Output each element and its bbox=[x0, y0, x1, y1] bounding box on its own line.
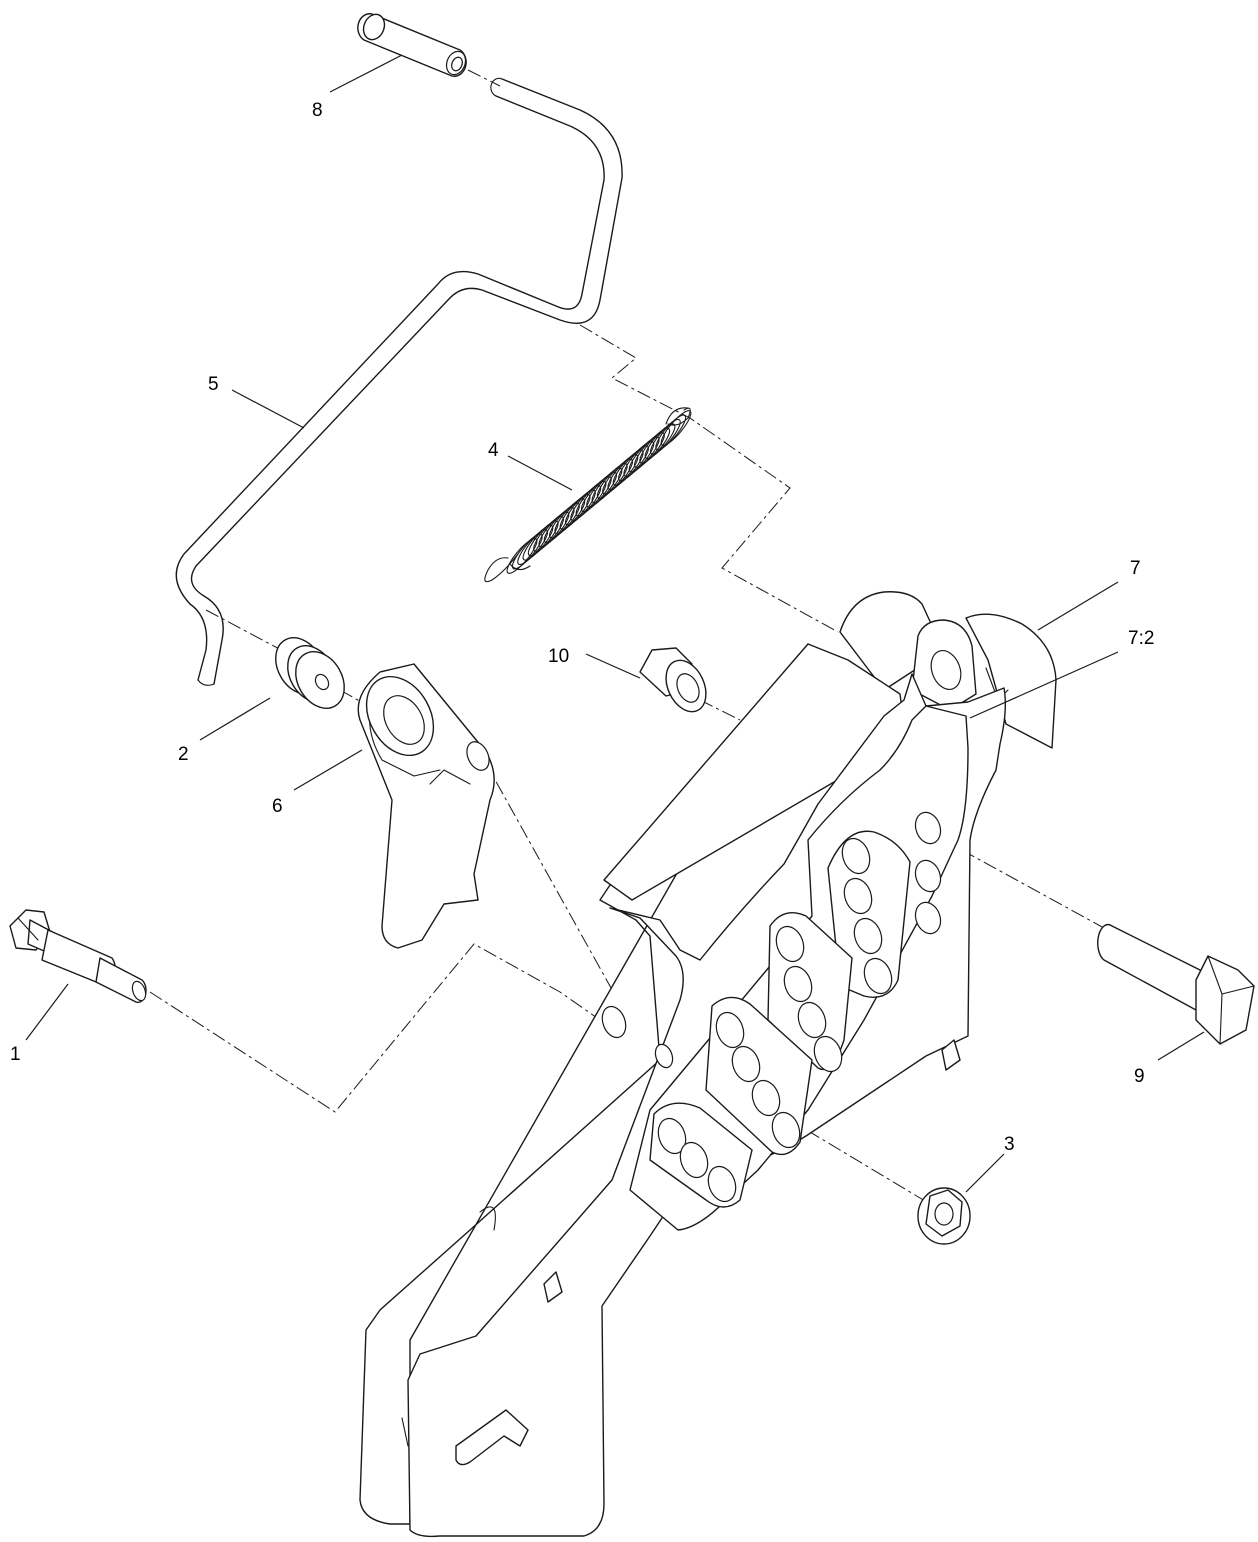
spring-coil bbox=[506, 538, 538, 574]
spring-coil bbox=[586, 471, 618, 508]
spring-coil bbox=[564, 489, 596, 526]
arm-part-6 bbox=[357, 663, 495, 949]
centerline-pin-to-rod bbox=[467, 69, 501, 87]
adjustment-hole bbox=[707, 1165, 737, 1203]
adjustment-holes bbox=[657, 837, 893, 1203]
callout-10: 10 bbox=[548, 646, 569, 667]
leader-lines bbox=[25, 54, 1205, 1193]
leader-5 bbox=[231, 389, 305, 429]
adjustment-hole bbox=[783, 965, 813, 1003]
callout-4: 4 bbox=[488, 440, 499, 461]
spring-coil bbox=[575, 480, 607, 517]
spring-coil bbox=[596, 463, 628, 499]
spring-coil bbox=[602, 458, 634, 495]
adjustment-hole bbox=[679, 1141, 709, 1179]
spring-coil bbox=[522, 524, 554, 561]
leader-8 bbox=[329, 54, 403, 93]
diamond-mark bbox=[941, 1039, 961, 1071]
adjustment-hole bbox=[731, 1045, 761, 1083]
callout-9: 9 bbox=[1134, 1066, 1145, 1087]
spring-coil bbox=[549, 502, 580, 539]
leader-9 bbox=[1157, 1031, 1205, 1061]
callout-labels: 8 5 4 2 6 10 1 7 7:2 9 3 bbox=[10, 100, 1154, 1155]
adjustment-hole bbox=[813, 1035, 843, 1073]
adjustment-hole bbox=[853, 917, 883, 955]
leader-7-2 bbox=[969, 651, 1119, 719]
leader-4 bbox=[507, 455, 573, 491]
leader-6 bbox=[293, 749, 363, 791]
spring-coil bbox=[628, 436, 660, 473]
centerline-nut10 bbox=[699, 699, 741, 721]
adjustment-hole bbox=[715, 1011, 745, 1049]
leader-3 bbox=[965, 1153, 1005, 1193]
bracket-assembly-part-7 bbox=[359, 591, 1057, 1538]
adjustment-hole bbox=[797, 1001, 827, 1039]
extension-spring-part-4 bbox=[484, 407, 692, 583]
adjustment-hole bbox=[841, 837, 871, 875]
chevron-slot bbox=[455, 1409, 529, 1466]
shoulder-bolt-part-1 bbox=[9, 909, 147, 1004]
callout-7: 7 bbox=[1130, 558, 1141, 579]
spring-coil bbox=[543, 507, 575, 543]
leader-1 bbox=[25, 983, 69, 1041]
bent-rod-part-5 bbox=[175, 77, 623, 686]
leader-7 bbox=[1037, 581, 1119, 631]
spring-coil bbox=[612, 449, 644, 486]
callout-5: 5 bbox=[208, 374, 219, 395]
spring-coil bbox=[634, 432, 665, 468]
spring-coil bbox=[580, 476, 612, 513]
adjustment-hole bbox=[771, 1111, 801, 1149]
callout-1: 1 bbox=[10, 1044, 21, 1065]
spring-coil bbox=[655, 414, 687, 451]
spring-coil bbox=[538, 511, 570, 548]
spring-coil bbox=[618, 445, 649, 482]
spring-coil bbox=[533, 516, 564, 552]
diamond-mark bbox=[543, 1271, 563, 1303]
hex-nut-part-3 bbox=[917, 1187, 971, 1245]
adjustment-hole bbox=[863, 957, 893, 995]
callout-8: 8 bbox=[312, 100, 323, 121]
callout-7-2: 7:2 bbox=[1128, 628, 1154, 649]
adjustment-hole bbox=[657, 1117, 687, 1155]
adjustment-hole bbox=[751, 1079, 781, 1117]
centerline-plate-nut3 bbox=[699, 1065, 941, 1211]
spring-coil bbox=[649, 418, 681, 455]
flange-nut-part-10 bbox=[639, 647, 707, 713]
centerline-arm-plate bbox=[483, 759, 641, 1041]
spring-coil bbox=[639, 427, 671, 464]
spring-coil bbox=[570, 485, 602, 521]
hex-bolt-part-9 bbox=[1097, 923, 1255, 1045]
spring-coil bbox=[527, 520, 559, 557]
spring-coil bbox=[623, 441, 655, 477]
spring-coil bbox=[591, 467, 623, 504]
spring-coil bbox=[644, 423, 676, 460]
adjustment-hole bbox=[843, 877, 873, 915]
adjustment-hole bbox=[775, 925, 805, 963]
spring-coil bbox=[511, 533, 543, 570]
bushing-part-2 bbox=[275, 637, 345, 709]
pin-sleeve-part-8 bbox=[357, 13, 467, 77]
spring-coil bbox=[559, 494, 591, 530]
callout-6: 6 bbox=[272, 796, 283, 817]
callout-2: 2 bbox=[178, 744, 189, 765]
spring-coil bbox=[517, 529, 549, 566]
leader-10 bbox=[585, 653, 641, 679]
spring-coil bbox=[554, 498, 586, 535]
leader-2 bbox=[199, 697, 271, 741]
spring-coil bbox=[607, 454, 639, 490]
centerline-bolt1 bbox=[149, 943, 601, 1113]
callout-3: 3 bbox=[1004, 1134, 1015, 1155]
